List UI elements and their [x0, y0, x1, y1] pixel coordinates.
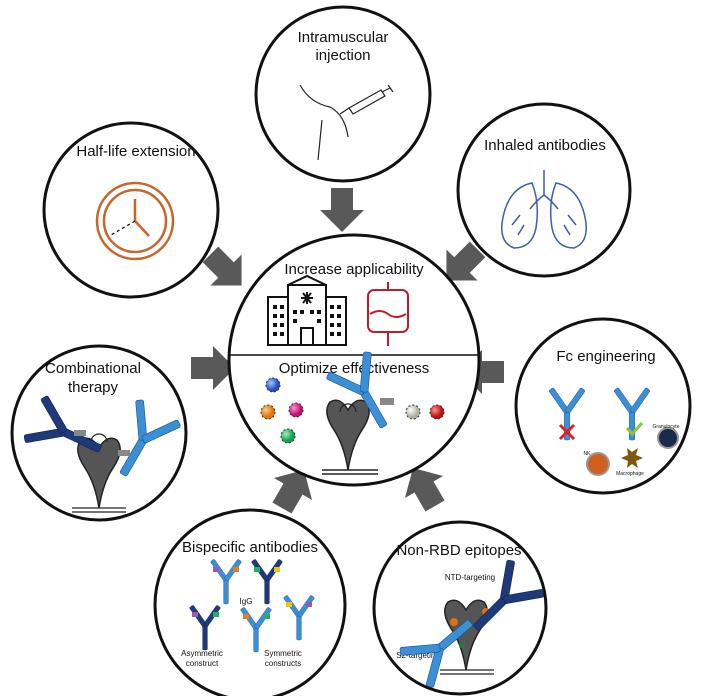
hospital-icon	[267, 274, 347, 346]
combinational-title-line2: therapy	[68, 379, 119, 396]
arrow-from-halflife	[202, 246, 242, 286]
granulocyte-cell	[657, 427, 679, 449]
intramuscular-title-line2: injection	[315, 47, 370, 64]
nonrbd-spike	[395, 556, 548, 692]
arrow-from-nonrbd	[404, 467, 445, 512]
check-icon	[625, 421, 644, 437]
clock-icon	[95, 181, 175, 261]
bispecific-sym-line2: constructs	[265, 659, 301, 668]
halflife-title: Half-life extension	[76, 143, 195, 160]
bispecific-title: Bispecific antibodies	[182, 539, 318, 556]
granulocyte-label: Granulocyte	[653, 424, 680, 430]
arm-syringe-icon	[299, 84, 394, 161]
nk-label: NK	[584, 451, 592, 457]
bispecific-asym-line1: Asymmetric	[181, 649, 223, 658]
node-inhaled: Inhaled antibodies	[456, 102, 632, 278]
inhaled-title: Inhaled antibodies	[484, 137, 606, 154]
node-nonrbd: Non-RBD epitopes NTD-targeting S2-target…	[372, 520, 548, 696]
lungs-icon	[501, 170, 587, 249]
nk-cell	[586, 452, 610, 476]
bispecific-sym-line1: Symmetric	[264, 649, 302, 658]
macrophage-cell	[621, 448, 643, 468]
cross-icon	[558, 423, 576, 441]
spike-with-antibody	[322, 348, 408, 475]
nonrbd-s2-label: S2-targeting	[396, 651, 440, 660]
center-top-title: Increase applicability	[284, 261, 424, 278]
arrow-from-bispecific	[272, 469, 313, 514]
combinational-title-line1: Combinational	[45, 360, 141, 377]
arrow-from-inhaled	[446, 241, 486, 281]
node-fc: Fc engineering Granulocyte Macrophage NK	[514, 317, 692, 495]
node-halflife: Half-life extension	[42, 121, 220, 299]
center-circle: Increase applicability	[227, 233, 481, 487]
center-bottom-title: Optimize effectiveness	[279, 360, 430, 377]
bispecific-igg-label: IgG	[240, 597, 253, 606]
bispecific-asym-line2: construct	[186, 659, 219, 668]
macrophage-label: Macrophage	[616, 471, 644, 477]
arrow-from-intramuscular	[320, 188, 364, 232]
fc-title: Fc engineering	[556, 348, 655, 365]
node-intramuscular: Intramuscular injection	[254, 5, 432, 183]
arrows	[191, 188, 504, 514]
node-bispecific: Bispecific antibodies IgG Asymmetric con…	[153, 508, 347, 696]
nonrbd-title: Non-RBD epitopes	[396, 542, 521, 559]
nonrbd-ntd-label: NTD-targeting	[445, 573, 495, 582]
arrow-from-combinational	[191, 346, 235, 390]
virus-particles	[260, 377, 445, 444]
combinational-spike	[20, 392, 184, 513]
node-combinational: Combinational therapy	[10, 344, 188, 522]
intramuscular-title-line1: Intramuscular	[298, 29, 389, 46]
iv-bag-icon	[367, 282, 409, 346]
